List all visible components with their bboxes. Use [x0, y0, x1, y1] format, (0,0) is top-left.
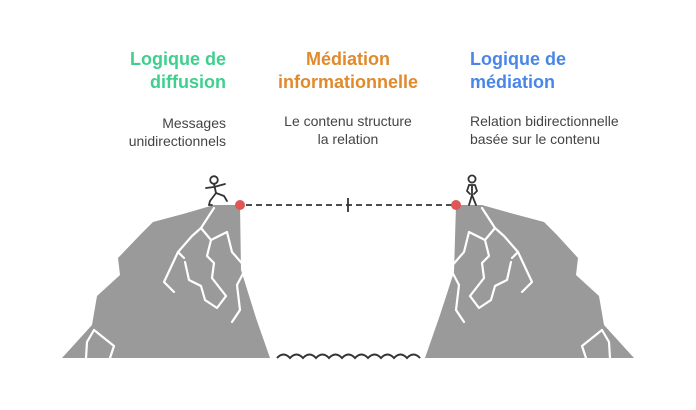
left-cliff: [62, 205, 270, 360]
person-stepping-icon: [205, 175, 228, 206]
desc-diffusion: Messages unidirectionnels: [6, 114, 226, 150]
right-cliff: [425, 205, 634, 360]
desc-diffusion-line-2: unidirectionnels: [128, 133, 226, 149]
desc-mediation-line-1: Relation bidirectionnelle: [470, 113, 619, 129]
title-mediation-informationnelle: Médiation informationnelle: [238, 48, 458, 94]
column-mediation-informationnelle: Médiation informationnelle Le contenu st…: [238, 48, 458, 148]
title-mediation: Logique de médiation: [470, 48, 690, 94]
title-mediation-informationnelle-line-1: Médiation: [306, 49, 390, 69]
column-mediation: Logique de médiation Relation bidirectio…: [470, 48, 690, 148]
desc-mediation: Relation bidirectionnelle basée sur le c…: [470, 112, 690, 148]
desc-diffusion-line-1: Messages: [162, 115, 226, 131]
water-waves-icon: [276, 353, 421, 360]
desc-mediation-informationnelle-line-2: la relation: [317, 131, 379, 147]
desc-mediation-informationnelle-line-1: Le contenu structure: [284, 113, 412, 129]
title-mediation-line-2: médiation: [470, 72, 556, 92]
right-endpoint-dot: [451, 200, 461, 210]
desc-mediation-line-2: basée sur le contenu: [470, 131, 600, 147]
column-diffusion: Logique de diffusion Messages unidirecti…: [6, 48, 226, 150]
left-endpoint-dot: [235, 200, 245, 210]
title-diffusion: Logique de diffusion: [6, 48, 226, 94]
title-mediation-informationnelle-line-2: informationnelle: [277, 72, 418, 92]
desc-mediation-informationnelle: Le contenu structure la relation: [238, 112, 458, 148]
title-diffusion-line-1: Logique de: [130, 49, 226, 69]
title-mediation-line-1: Logique de: [470, 49, 566, 69]
person-standing-icon: [466, 174, 478, 206]
title-diffusion-line-2: diffusion: [150, 72, 226, 92]
